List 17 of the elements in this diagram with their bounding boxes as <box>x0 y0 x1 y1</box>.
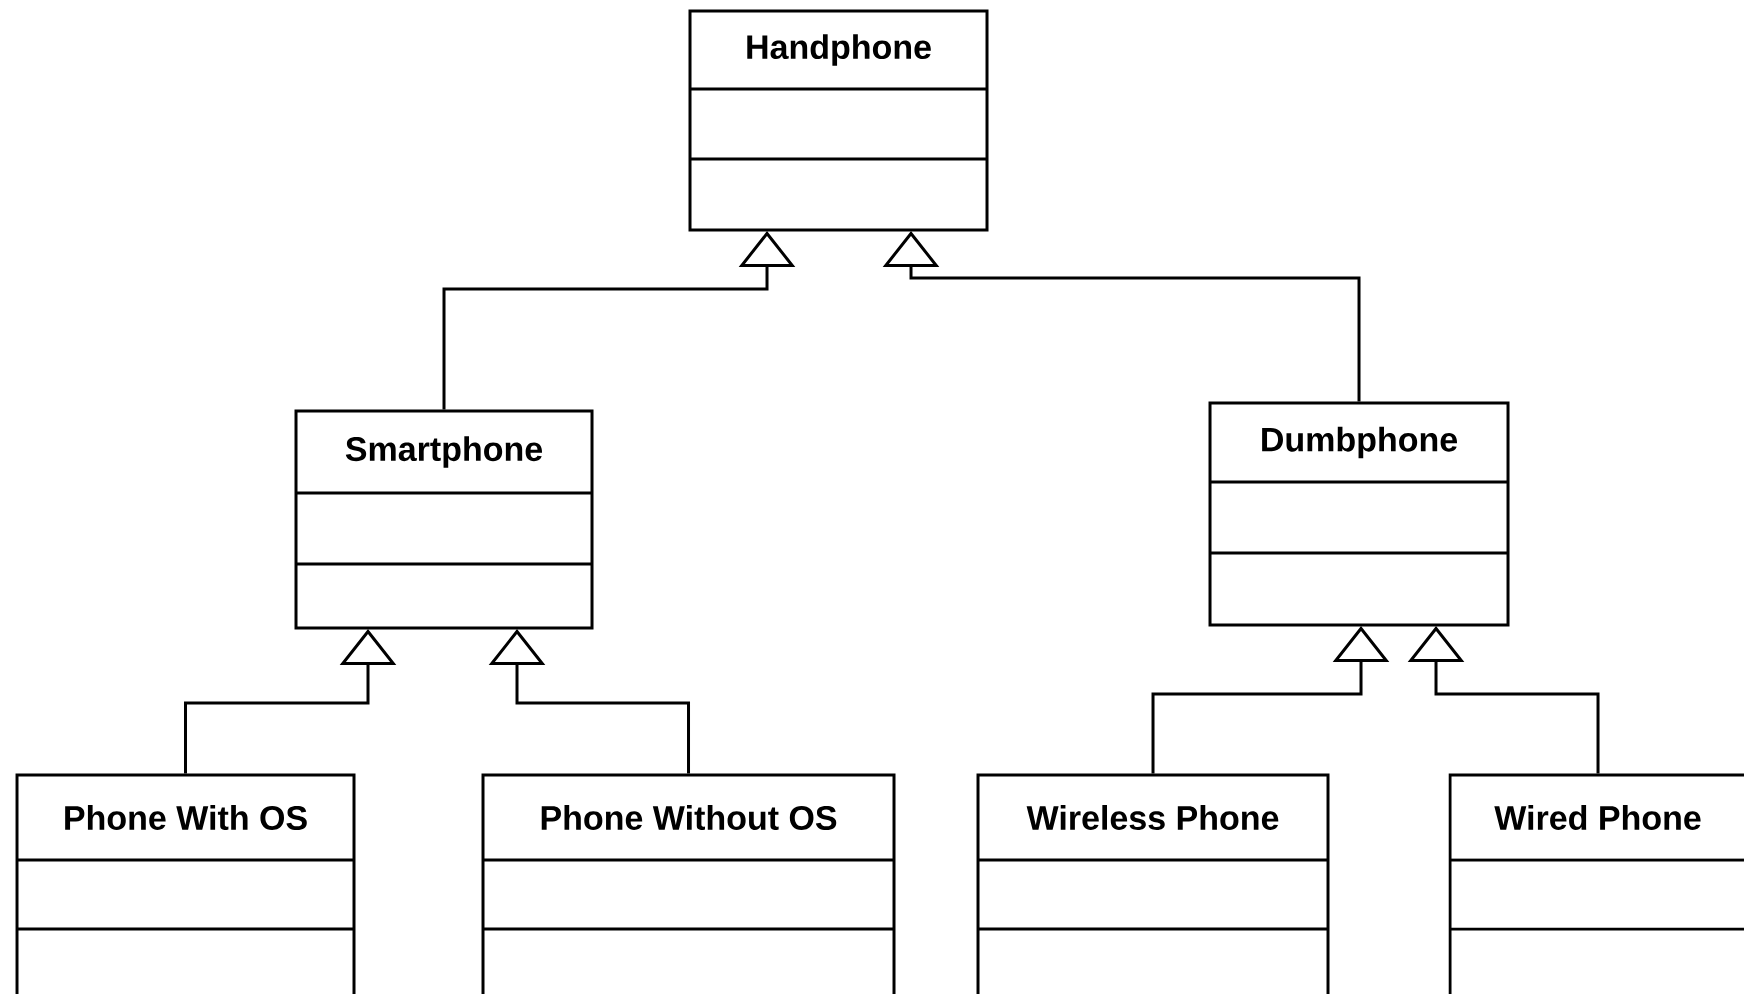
class-name: Wireless Phone <box>1026 805 1279 830</box>
class-box <box>976 773 1330 994</box>
class-name: Dumbphone <box>1262 426 1458 459</box>
class-name: Smartphone <box>345 436 543 468</box>
class-box <box>1208 401 1510 627</box>
generalization-arrow <box>1407 626 1600 774</box>
class-box <box>294 409 594 630</box>
class-name: Phone Without OS <box>541 805 837 830</box>
class-box <box>1448 773 1744 994</box>
class-box <box>481 773 896 994</box>
class-box <box>688 9 989 232</box>
generalization-arrow <box>882 231 1361 402</box>
class-box <box>15 773 356 994</box>
class-name: Phone With OS <box>65 805 307 830</box>
class-name: Handphone <box>747 34 931 66</box>
class-name: Wired Phone <box>1494 805 1701 830</box>
generalization-arrow <box>488 629 690 774</box>
